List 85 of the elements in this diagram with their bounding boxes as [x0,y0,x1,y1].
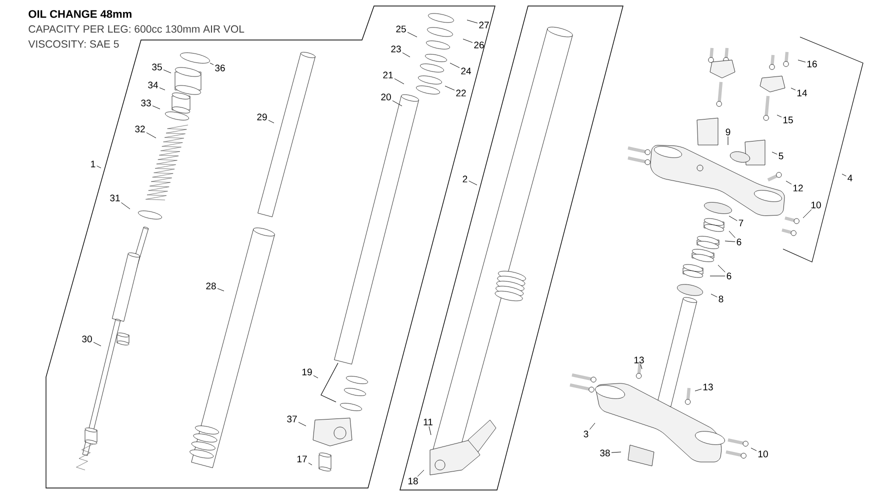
leader-line [694,388,702,392]
leader-line [468,180,478,186]
leader-line [217,288,224,292]
leader-line [450,62,460,68]
callout-number: 9 [726,128,730,136]
leader-line [786,180,792,184]
callout-number: 13 [634,356,644,364]
leader-line [96,166,102,168]
callout-number: 10 [758,450,768,458]
title: OIL CHANGE 48mm [28,10,132,18]
note: CAPACITY PER LEG: 600cc 130mm AIR VOL [28,25,244,33]
callout-number: 14 [797,90,807,96]
leader-line [159,87,166,90]
leader-line [444,86,455,90]
leader-line [93,342,102,346]
callout-number: 4 [848,174,852,182]
callout-number: 37 [287,416,297,422]
callout-number: 5 [778,152,784,160]
leader-line [298,422,306,426]
leader-line [392,100,402,106]
callout-number: 27 [479,22,489,28]
callout-number: 12 [793,184,803,192]
leader-line [210,62,214,65]
callout-number: 18 [408,478,418,484]
callout-number: 8 [718,296,724,302]
leader-line [466,20,478,24]
callout-number: 20 [381,94,391,100]
callout-number: 32 [135,126,145,132]
leader-line [842,174,846,176]
leader-line [417,470,424,477]
leader-line [802,209,812,218]
callout-number: 13 [703,384,713,390]
callout-number: 30 [82,336,92,342]
leader-line [402,52,410,58]
callout-number: 25 [396,26,406,32]
leader-line [772,152,778,155]
leader-line [146,132,156,138]
callout-number: 3 [584,430,588,438]
callout-number: 21 [383,72,393,78]
callout-number: 28 [206,282,216,290]
leader-line [407,32,418,38]
callout-number: 22 [456,90,466,96]
callout-number: 34 [148,82,158,88]
leader-line [790,88,796,90]
leader-line [163,70,172,74]
leader-line [728,216,738,221]
leader-line [611,452,622,453]
note: VISCOSITY: SAE 5 [28,40,119,48]
leader-line [750,448,757,451]
leader-line [313,375,318,378]
callout-number: 38 [600,450,610,456]
callout-number: 26 [474,42,484,48]
leader-line [718,264,726,272]
leader-line [152,106,160,110]
callout-number: 10 [811,202,821,208]
callout-number: 31 [110,194,120,202]
leader-line [798,60,806,62]
callout-number: 35 [152,64,162,70]
leader-line [776,114,782,118]
callout-number: 23 [391,46,401,52]
callout-number: 17 [297,456,307,462]
callout-number: 15 [783,116,793,124]
leader-line [710,294,718,298]
leader-line [724,240,736,242]
callout-number: 2 [462,176,468,182]
callout-number: 16 [807,60,817,68]
leader-line [120,202,130,210]
callout-number: 36 [215,64,225,72]
leader-line [308,462,312,466]
callout-number: 11 [424,418,432,426]
callout-number: 6 [726,272,732,280]
callout-number: 7 [738,220,744,226]
leader-line [640,364,642,370]
callout-number: 24 [461,68,471,74]
leader-line [462,38,473,43]
callout-number: 29 [257,114,267,120]
callout-number: 19 [302,368,312,376]
callout-number: 33 [141,100,151,106]
leader-line [268,120,274,124]
leader-line [590,422,596,430]
callout-number: 1 [91,160,96,168]
leader-line [428,426,432,436]
callout-number: 6 [736,238,742,246]
leader-line [394,78,404,84]
leader-line [728,230,736,238]
